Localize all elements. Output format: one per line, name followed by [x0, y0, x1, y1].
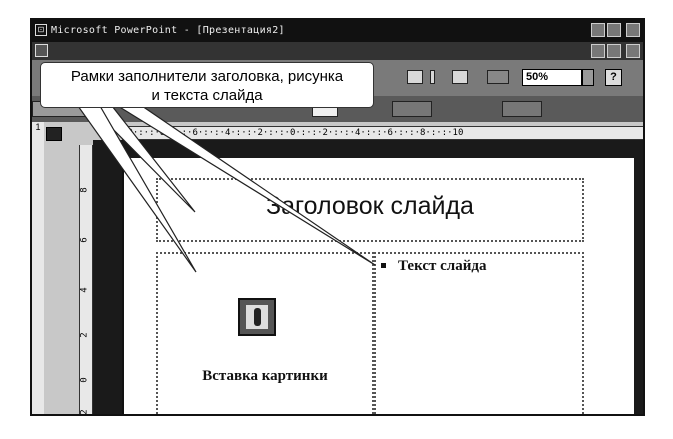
- callout-box: Рамки заполнители заголовка, рисунка и т…: [40, 62, 374, 108]
- doc-restore-button[interactable]: [607, 44, 621, 58]
- clipart-figure: [254, 308, 261, 326]
- close-button[interactable]: [626, 23, 640, 37]
- toolbar-button[interactable]: [452, 70, 468, 84]
- doc-close-button[interactable]: [626, 44, 640, 58]
- vertical-ruler: 8 6 4 2 0 2: [79, 145, 93, 414]
- bullets-button[interactable]: [392, 101, 432, 117]
- callout-line-2: и текста слайда: [151, 87, 263, 104]
- clipart-frame: [246, 305, 268, 329]
- toolbar-separator: [430, 70, 435, 84]
- doc-minimize-button[interactable]: [591, 44, 605, 58]
- picture-label: Вставка картинки: [202, 368, 328, 384]
- window-title: Microsoft PowerPoint - [Презентация2]: [51, 25, 285, 36]
- menu-bar: [32, 42, 643, 60]
- title-bar: ⊡ Microsoft PowerPoint - [Презентация2]: [32, 20, 643, 42]
- document-icon[interactable]: [35, 44, 48, 57]
- app-icon[interactable]: ⊡: [35, 24, 47, 36]
- slide-number: 1: [35, 122, 41, 132]
- slide-icon[interactable]: [46, 127, 62, 141]
- arrows-button[interactable]: [502, 101, 542, 117]
- slide-canvas[interactable]: Заголовок слайда Вставка картинки Текст …: [122, 158, 634, 414]
- bullet-icon: [381, 263, 386, 268]
- pointer-text: [115, 105, 376, 266]
- horizontal-ruler: 10·:·:·8·:·:·6·:·:·4·:·:·2·:·:·0·:·:·2·:…: [122, 126, 643, 140]
- chevron-down-icon[interactable]: [582, 69, 594, 86]
- callout-line-1: Рамки заполнители заголовка, рисунка: [70, 68, 344, 85]
- zoom-select[interactable]: 50%: [522, 69, 582, 86]
- maximize-button[interactable]: [607, 23, 621, 37]
- toolbar-button[interactable]: [487, 70, 509, 84]
- slide-body-text: Текст слайда: [398, 258, 487, 274]
- clipart-icon[interactable]: [238, 298, 276, 336]
- horizontal-ruler-labels: 10·:·:·8·:·:·6·:·:·4·:·:·2·:·:·0·:·:·2·:…: [122, 128, 464, 138]
- toolbar-button[interactable]: [407, 70, 423, 84]
- text-placeholder[interactable]: Текст слайда: [374, 252, 584, 414]
- picture-placeholder[interactable]: Вставка картинки: [156, 252, 374, 414]
- minimize-button[interactable]: [591, 23, 605, 37]
- outline-pane: 1: [32, 122, 44, 414]
- help-icon[interactable]: ?: [605, 69, 622, 86]
